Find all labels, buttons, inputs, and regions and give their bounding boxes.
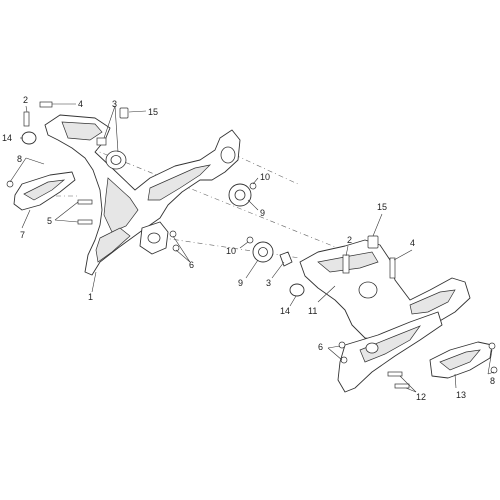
right-footrest-bracket [299,239,471,393]
callout-left-14: 14 [2,133,12,143]
callout-left-9: 9 [260,208,265,218]
callout-left-2: 2 [23,95,28,105]
callout-right-12: 12 [416,392,426,402]
left-small-parts [6,101,257,252]
callout-left-3: 3 [112,99,117,109]
right-small-parts [338,235,498,389]
callout-middle-10: 10 [226,246,236,256]
callout-left-4: 4 [78,99,83,109]
left-footrest-bracket [44,114,241,276]
middle-parts [246,236,305,297]
callout-middle-14: 14 [280,306,290,316]
right-heel-guard [429,341,493,379]
callout-left-10: 10 [260,172,270,182]
callout-right-4: 4 [410,238,415,248]
callout-right-11: 11 [308,306,317,316]
callout-left-1: 1 [88,292,93,302]
callout-right-2: 2 [347,235,352,245]
left-heel-guard [13,171,76,211]
callout-left-8: 8 [17,154,22,164]
center-lines [20,139,356,259]
callout-right-6: 6 [318,342,323,352]
callout-right-13: 13 [456,390,466,400]
callout-left-7: 7 [20,230,25,240]
callout-middle-3: 3 [266,278,271,288]
callout-left-5: 5 [47,216,52,226]
leader-lines [9,103,495,393]
callout-left-6: 6 [189,260,194,270]
callout-right-15: 15 [377,202,387,212]
callout-right-8: 8 [490,376,495,386]
callout-left-15: 15 [148,107,158,117]
callout-middle-9: 9 [238,278,243,288]
